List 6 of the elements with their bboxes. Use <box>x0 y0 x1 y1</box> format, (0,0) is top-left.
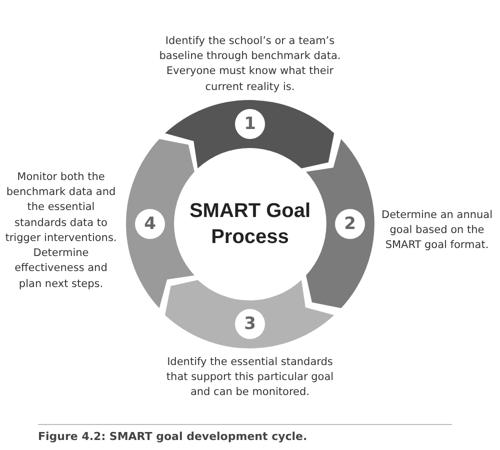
step-description: Determine an annual goal based on the SMART goal format. <box>380 208 494 254</box>
step-description: Monitor both the benchmark data and the essential standards data to trigger interventions. Determine effectiveness and plan next steps. <box>4 170 118 292</box>
center-title: SMART Goal Process <box>182 196 318 252</box>
figure-caption: Figure 4.2: SMART goal development cycle. <box>38 430 308 443</box>
step-description: Identify the school’s or a team’s baseline through benchmark data. Everyone must know what their current reality is. <box>158 34 342 95</box>
step-description: Identify the essential standards that support this particular goal and can be monitored. <box>165 355 335 400</box>
